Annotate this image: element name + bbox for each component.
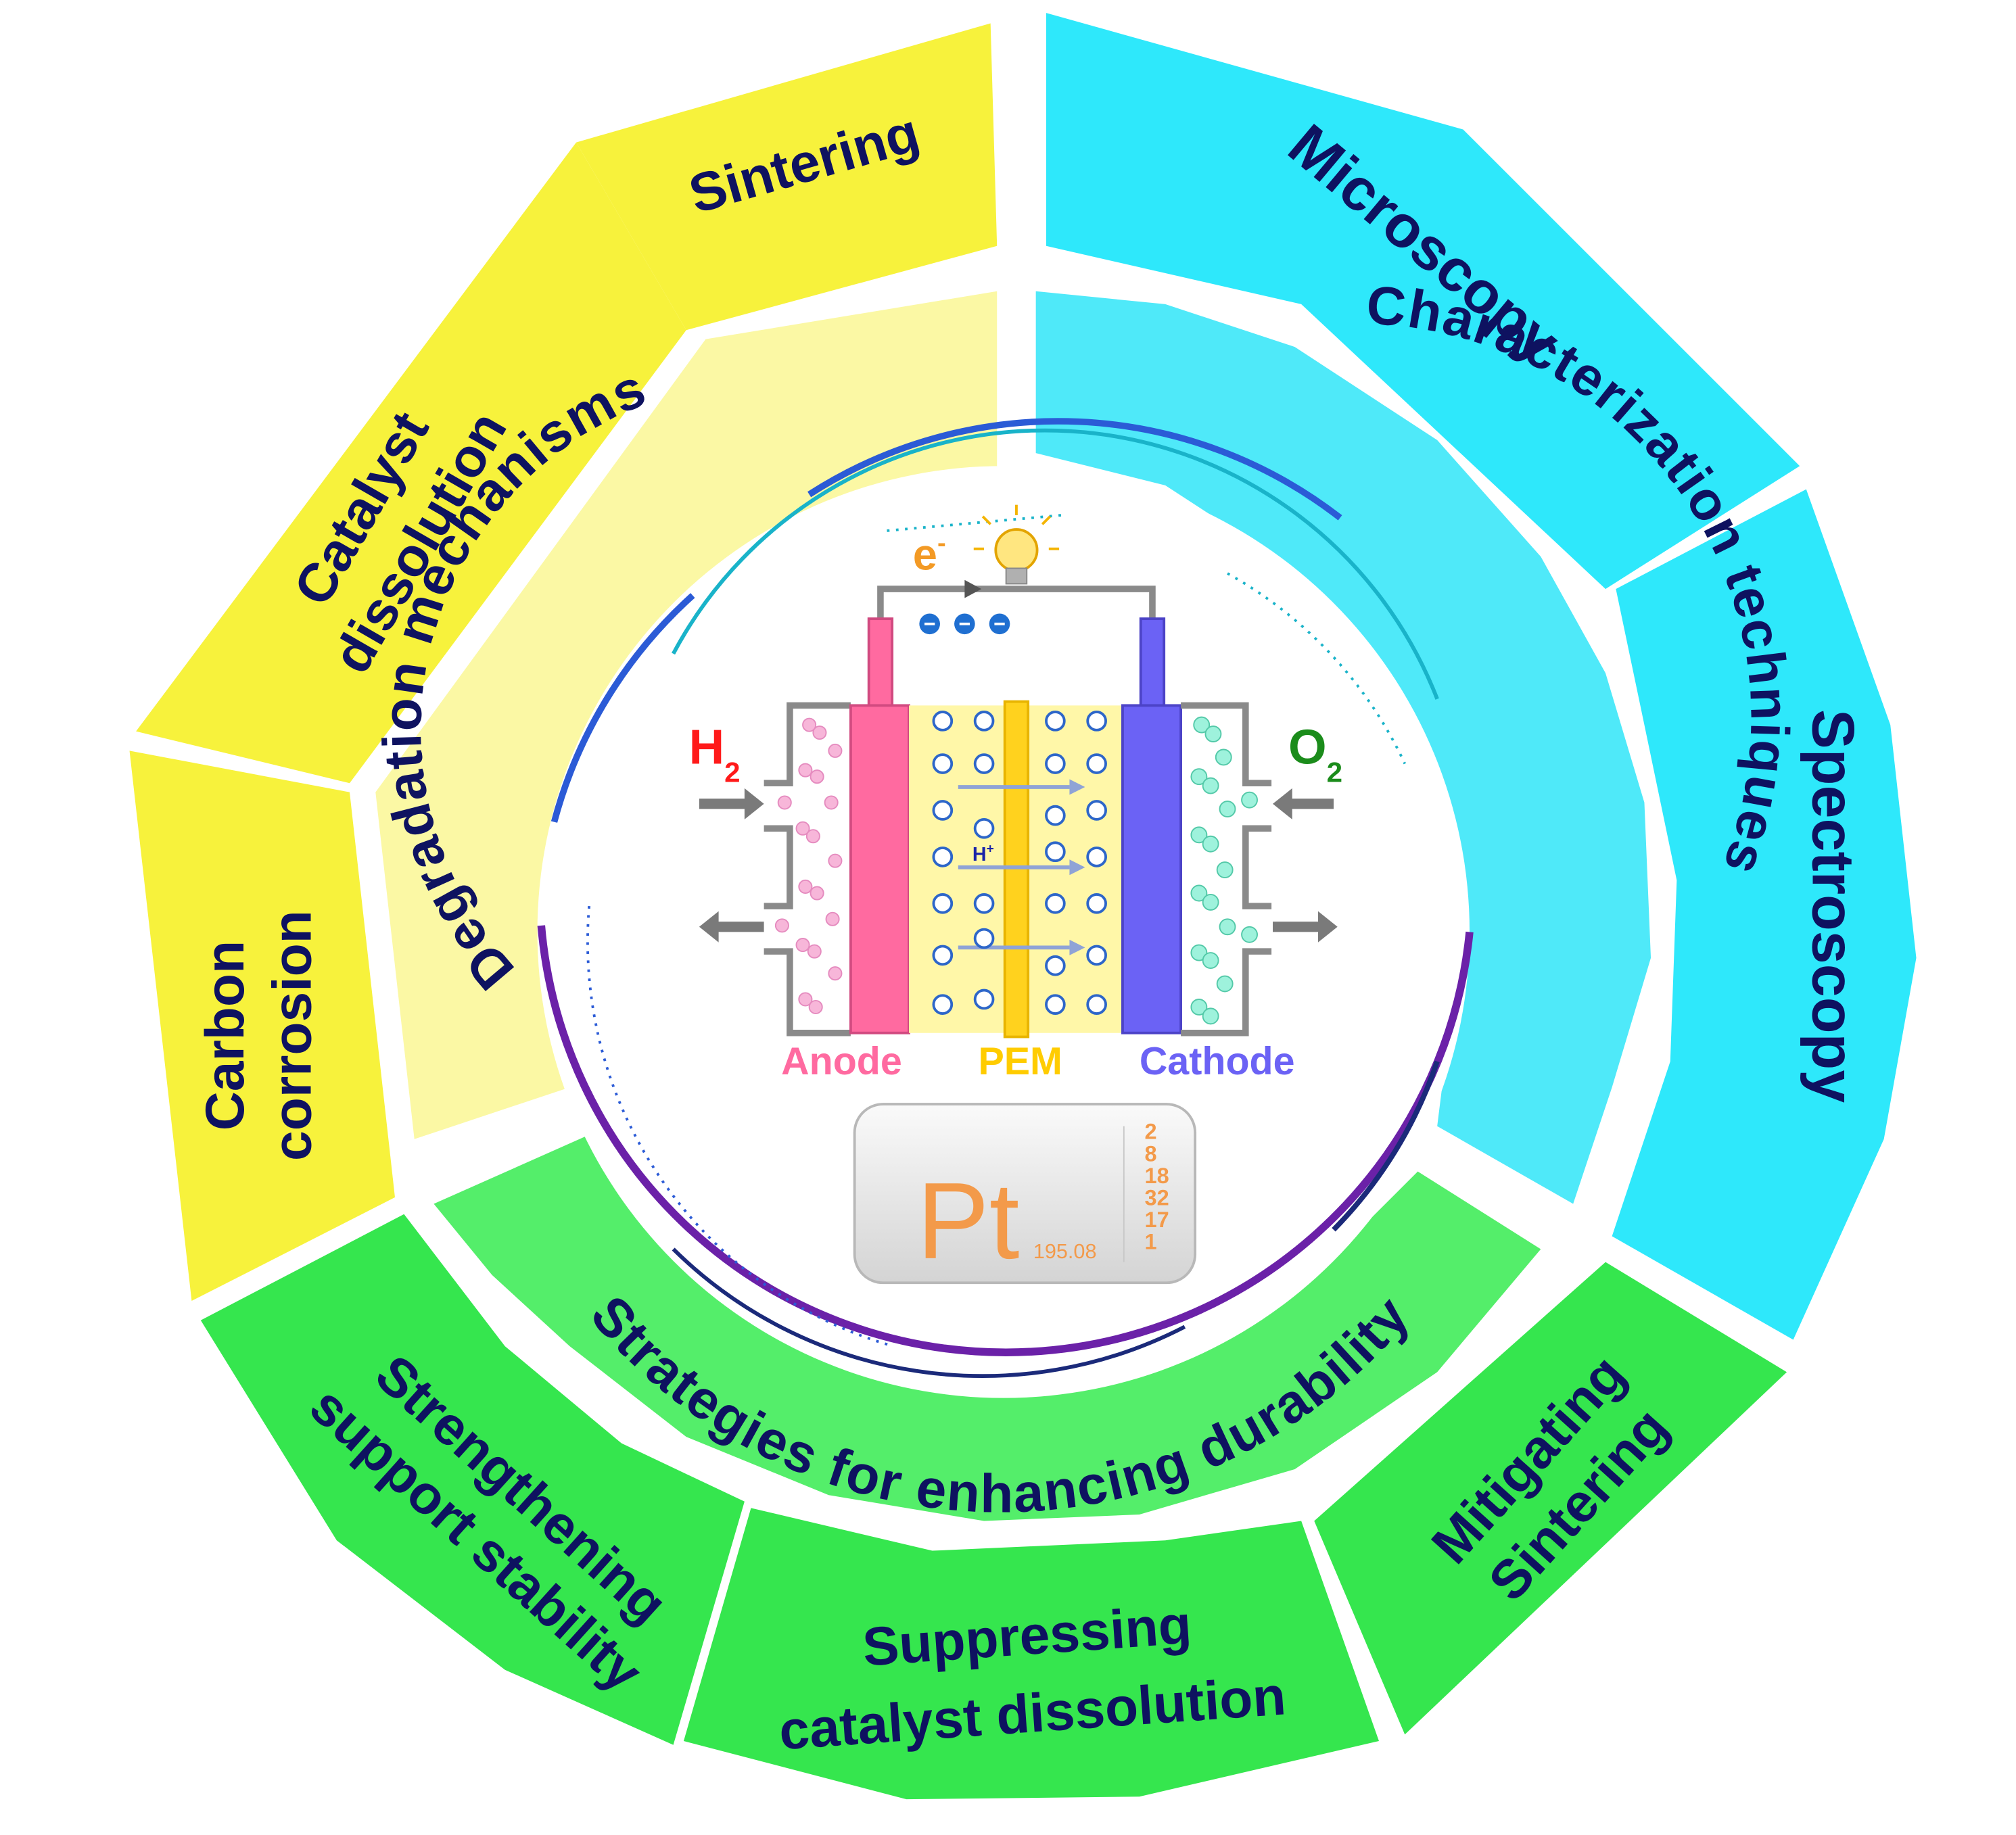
label-corrosion: corrosion (262, 910, 323, 1161)
arc-blue-top (807, 418, 1342, 521)
anode-chamber-outline (764, 702, 851, 787)
fuel-cell-schematic: e- (689, 504, 1342, 1083)
arc-dotted-top (887, 514, 1062, 532)
shell-value: 8 (1144, 1141, 1156, 1166)
element-symbol: Pt (917, 1160, 1020, 1282)
cathode-outlet-arrow-icon (1273, 911, 1338, 943)
outer-segment-carbon-corrosion (129, 750, 395, 1302)
outer-segment-spectroscopy (1612, 489, 1917, 1340)
o2-molecules (1190, 716, 1258, 1025)
shell-value: 1 (1144, 1229, 1156, 1254)
label-spectroscopy: Spectroscopy (1800, 709, 1867, 1103)
anode-chamber-outline-lower (764, 825, 793, 909)
outer-segment-suppressing-dissolution (683, 1508, 1380, 1800)
outer-segment-sintering (576, 23, 998, 331)
flow-arrows (699, 788, 1338, 943)
element-atomic-mass: 195.08 (1033, 1240, 1097, 1263)
decorative-arcs (537, 418, 1474, 1378)
o2-label: O2 (1288, 720, 1342, 788)
pem-label: PEM (978, 1040, 1062, 1083)
anode-outlet-arrow-icon (699, 911, 764, 943)
anode-chamber-outline-bottom (764, 948, 851, 1036)
o2-inlet-arrow-icon (1273, 788, 1334, 819)
circuit-arrow-icon (964, 579, 982, 598)
inner-segment-degradation (375, 291, 998, 1139)
proton-arrows (958, 785, 1070, 950)
shell-value: 2 (1144, 1120, 1156, 1144)
arc-teal-right (672, 428, 1439, 700)
anode-label: Anode (781, 1040, 902, 1083)
arc-navy-right (1332, 1060, 1440, 1232)
proton-label: H+ (972, 842, 994, 865)
shell-value: 32 (1144, 1185, 1169, 1210)
arc-blue-left (550, 593, 695, 823)
light-bulb-icon (973, 504, 1060, 585)
arc-navy-inner-bottom (672, 1247, 1186, 1378)
cathode-electrode (1121, 704, 1182, 1034)
cathode-label: Cathode (1140, 1040, 1295, 1083)
inner-segment-strategies (433, 1126, 1541, 1521)
outer-segment-catalyst-dissolution (136, 142, 686, 784)
inner-segment-characterization (1035, 291, 1651, 1204)
h2-label: H2 (689, 720, 741, 788)
label-carbon: Carbon (195, 940, 256, 1130)
proton-dots (932, 711, 1107, 1015)
shell-value: 18 (1144, 1164, 1169, 1188)
outer-segment-microscopy (1046, 13, 1800, 590)
electron-label: e- (913, 529, 946, 579)
arc-purple-bottom (537, 925, 1474, 1356)
circuit-wire (877, 586, 1156, 628)
inner-ring (375, 291, 1651, 1521)
h2-inlet-arrow-icon (699, 788, 764, 819)
outer-segment-strengthening-support (200, 1214, 745, 1745)
electron-dots (919, 613, 1010, 635)
anode-terminal (867, 617, 894, 711)
cathode-terminal (1139, 617, 1166, 711)
cathode-chamber-outline-lower (1242, 825, 1272, 909)
outer-segment-mitigating-sintering (1314, 1262, 1787, 1735)
shell-value: 17 (1144, 1208, 1169, 1232)
anode-electrode (849, 704, 910, 1034)
element-tile-background (853, 1103, 1197, 1285)
cathode-chamber-outline (1181, 702, 1272, 787)
cathode-chamber-outline-bottom (1181, 948, 1272, 1036)
outer-ring (129, 13, 1917, 1800)
h2-molecules (774, 717, 843, 1015)
